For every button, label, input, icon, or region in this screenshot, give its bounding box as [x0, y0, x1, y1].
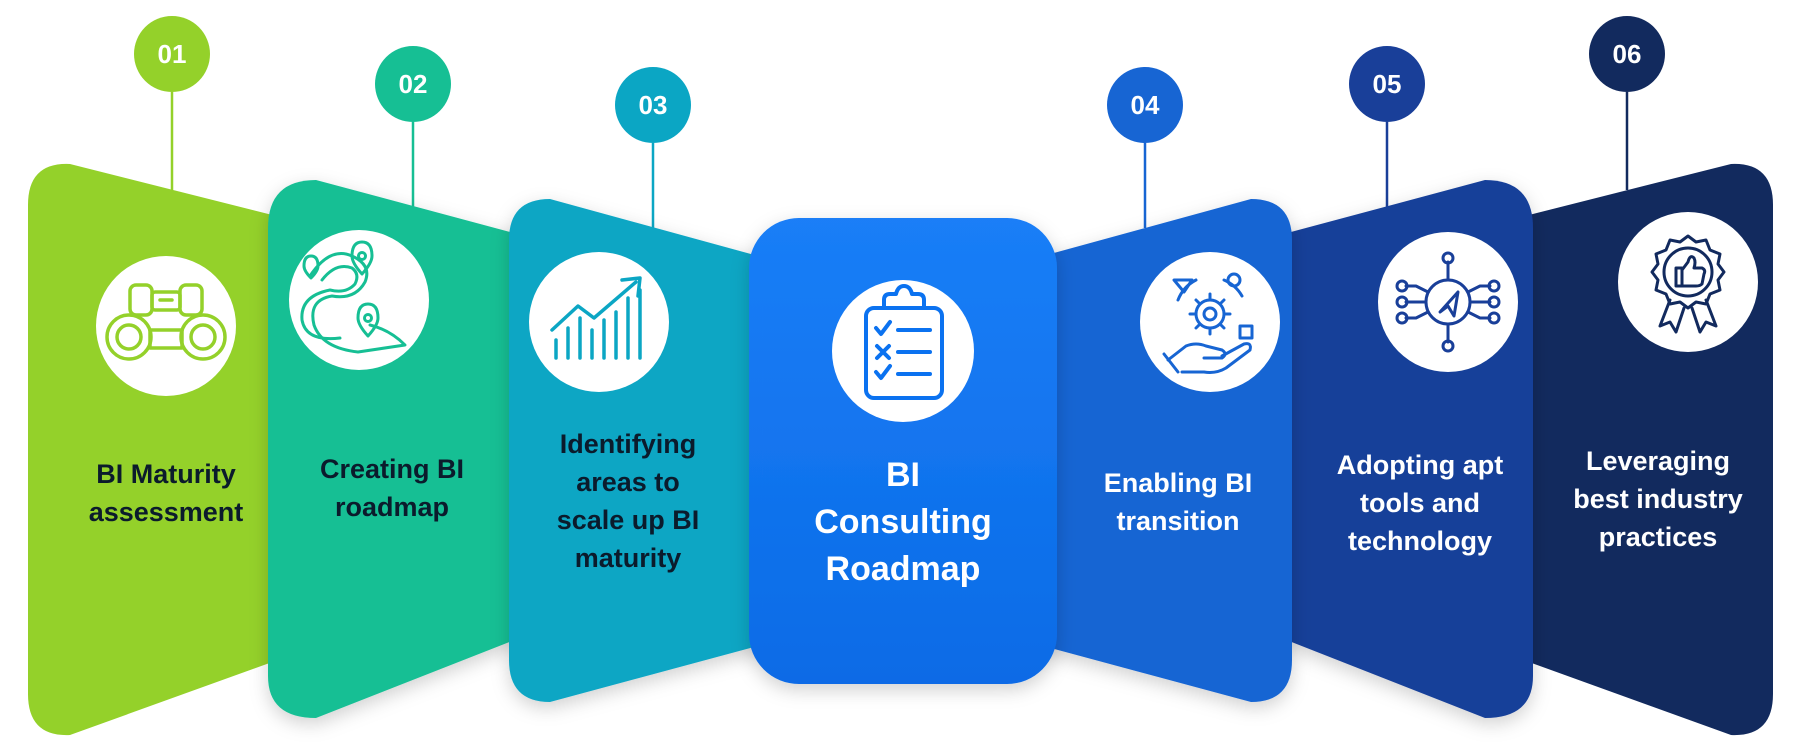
step-label-01-line2: assessment	[88, 497, 244, 527]
binoculars-icon	[105, 283, 227, 361]
step-label-06-line3: practices	[1598, 522, 1718, 552]
step-label-04: Enabling BI transition	[1050, 464, 1306, 540]
growth-chart-icon	[550, 276, 642, 360]
step-label-05-line1: Adopting apt	[1336, 450, 1504, 480]
step-label-01: BI Maturity assessment	[38, 455, 294, 531]
step-label-03-line3: scale up BI	[556, 505, 700, 535]
icon-circle-04	[1140, 252, 1280, 392]
step-label-03: Identifying areas to scale up BI maturit…	[500, 425, 756, 577]
step-label-04-line2: transition	[1116, 506, 1240, 536]
route-map-icon	[300, 240, 407, 354]
clipboard-checklist-icon	[864, 284, 944, 400]
step-number-02: 02	[375, 46, 451, 122]
step-label-05-line2: tools and	[1360, 488, 1480, 518]
panel-01	[28, 163, 300, 736]
center-label-line1: BI	[886, 456, 920, 494]
step-label-06-line2: best industry	[1573, 484, 1743, 514]
compass-network-icon	[1395, 251, 1501, 353]
step-label-02: Creating BI roadmap	[262, 450, 522, 526]
step-label-03-line1: Identifying	[559, 429, 697, 459]
center-label: BI Consulting Roadmap	[768, 452, 1038, 593]
step-number-03: 03	[615, 67, 691, 143]
step-label-05: Adopting apt tools and technology	[1290, 446, 1550, 560]
step-number-06: 06	[1589, 16, 1665, 92]
step-label-06: Leveraging best industry practices	[1530, 442, 1786, 556]
icon-circle-06	[1618, 212, 1758, 352]
gear-hand-icon	[1162, 272, 1254, 374]
icon-circle-03	[529, 252, 669, 392]
center-label-line3: Roadmap	[825, 550, 981, 588]
step-label-03-line4: maturity	[574, 543, 682, 573]
step-number-05: 05	[1349, 46, 1425, 122]
step-label-04-line1: Enabling BI	[1103, 468, 1253, 498]
icon-circle-01	[96, 256, 236, 396]
step-label-02-line2: roadmap	[334, 492, 450, 522]
step-label-01-line1: BI Maturity	[96, 459, 236, 489]
step-label-06-line1: Leveraging	[1585, 446, 1731, 476]
panel-center	[749, 218, 1057, 684]
step-label-03-line2: areas to	[576, 467, 680, 497]
center-label-line2: Consulting	[814, 503, 992, 541]
step-number-01: 01	[134, 16, 210, 92]
award-badge-icon	[1650, 234, 1726, 334]
step-label-02-line1: Creating BI	[319, 454, 465, 484]
step-number-04: 04	[1107, 67, 1183, 143]
step-label-05-line3: technology	[1347, 526, 1492, 556]
